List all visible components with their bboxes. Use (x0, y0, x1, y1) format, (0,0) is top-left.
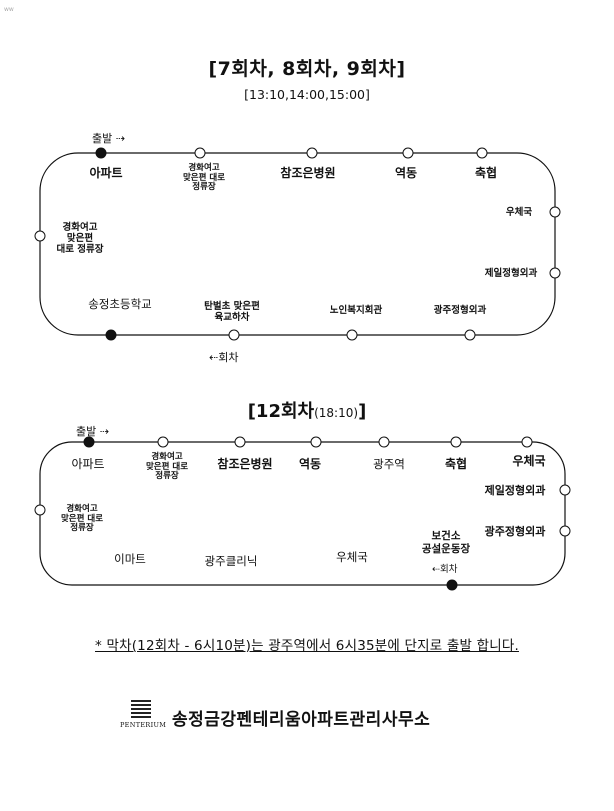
scan-corner-mark: ww (4, 6, 14, 13)
office-name: 송정금강펜테리움아파트관리사무소 (172, 710, 431, 730)
penterium-logo-text: PENTERIUM (120, 721, 167, 729)
penterium-logo-mark (131, 700, 151, 720)
route1-depart-label: 출발 ⇢ (92, 132, 125, 145)
route2-title-time: (18:10) (314, 406, 359, 420)
route2-stop-label: 축협 (444, 457, 468, 471)
route2-depart-label: 출발 ⇢ (76, 425, 109, 438)
route2-stop-marker (521, 436, 533, 448)
route2-stop-marker (378, 436, 390, 448)
route1-stop-marker (346, 329, 358, 341)
route2-stop-marker (446, 579, 458, 591)
route1-stop-label: 참조은병원 (280, 166, 336, 180)
route1-stop-label: 축협 (474, 166, 498, 180)
route1-stop-label: 우체국 (505, 207, 533, 218)
route2-stop-label: 우체국 (336, 550, 368, 564)
route1-loop (39, 152, 556, 336)
penterium-logo: PENTERIUM (120, 700, 167, 729)
route1-stop-marker (402, 147, 414, 159)
route2-title-main: [12회차 (247, 401, 315, 422)
route1-title: [7회차, 8회차, 9회차] (208, 58, 406, 80)
route2-stop-marker (559, 525, 571, 537)
route1-stop-label: 송정초등학교 (88, 297, 152, 311)
route1-stop-marker (105, 329, 117, 341)
route1-stop-label: 아파트 (89, 166, 123, 180)
last-bus-notice: * 막차(12회차 - 6시10분)는 광주역에서 6시35분에 단지로 출발 … (95, 638, 519, 654)
route1-stop-marker (95, 147, 107, 159)
route1-stop-marker (549, 267, 561, 279)
route1-stop-label: 역동 (394, 166, 418, 180)
route1-stop-label: 경화여고 맞은편 대로 정류장 (182, 163, 226, 192)
route1-stop-label: 제일정형외과 (484, 268, 538, 279)
route2-stop-marker (450, 436, 462, 448)
route1-stop-marker (34, 230, 46, 242)
route2-stop-label: 참조은병원 (217, 457, 273, 471)
route1-stop-marker (194, 147, 206, 159)
route2-stop-label: 경화여고 맞은편 대로 정류장 (60, 504, 104, 533)
route1-stop-marker (476, 147, 488, 159)
route1-stop-label: 광주정형외과 (433, 305, 487, 316)
route2-stop-label: 광주클리닉 (204, 554, 258, 568)
route2-title: [12회차(18:10)] (0, 397, 614, 423)
route2-stop-label: 보건소 공설운동장 (421, 530, 471, 555)
route2-stop-marker (83, 436, 95, 448)
route2-stop-label: 제일정형외과 (484, 484, 546, 497)
route2-stop-label: 광주정형외과 (484, 525, 546, 538)
route2-stop-marker (157, 436, 169, 448)
route2-stop-label: 우체국 (512, 454, 546, 468)
route2-stop-marker (310, 436, 322, 448)
route2-stop-marker (34, 504, 46, 516)
route1-stop-marker (549, 206, 561, 218)
route2-return-label: ⇠회차 (432, 564, 458, 575)
route1-stop-label: 경화여고 맞은편 대로 정류장 (56, 222, 104, 255)
route1-stop-label: 탄벌초 맞은편 육교하차 (204, 301, 260, 323)
route2-stop-label: 역동 (298, 457, 322, 471)
route2-stop-marker (234, 436, 246, 448)
route1-stop-marker (306, 147, 318, 159)
route2-stop-marker (559, 484, 571, 496)
route1-times: [13:10,14:00,15:00] (244, 87, 370, 102)
route1-stop-marker (228, 329, 240, 341)
route1-stop-marker (464, 329, 476, 341)
route2-stop-label: 이마트 (114, 552, 146, 566)
route1-return-label: ⇠회차 (209, 351, 239, 364)
route1-stop-label: 노인복지회관 (329, 305, 383, 316)
route2-title-end: ] (358, 401, 367, 422)
route2-stop-label: 경화여고 맞은편 대로 정류장 (145, 452, 189, 481)
route2-stop-label: 아파트 (71, 457, 105, 471)
route2-stop-label: 광주역 (373, 457, 405, 471)
